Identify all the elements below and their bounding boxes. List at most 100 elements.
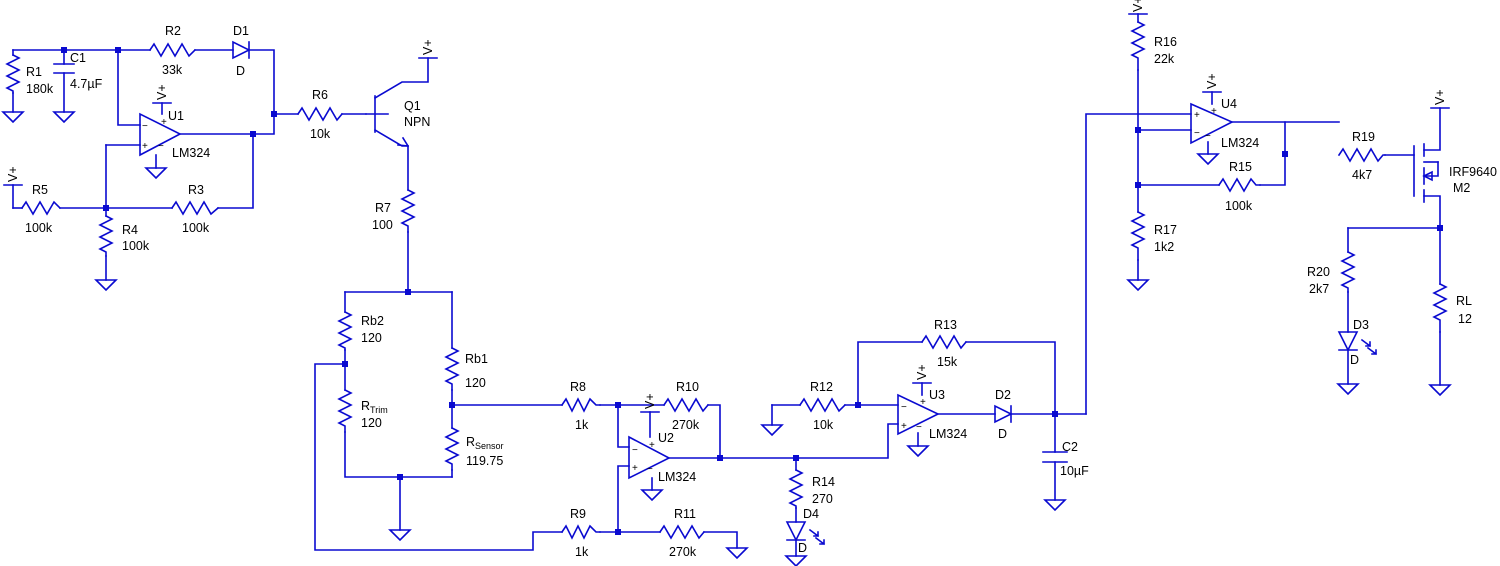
junction-dot	[1135, 182, 1141, 188]
rtrim-ref-sub: Trim	[370, 405, 388, 415]
r13-ref: R13	[934, 318, 957, 332]
q1-ref: Q1	[404, 99, 421, 113]
d2-value: D	[998, 427, 1007, 441]
junction-dot	[1052, 411, 1058, 417]
junction-dot	[397, 474, 403, 480]
r1-ref: R1	[26, 65, 42, 79]
r20-ref: R20	[1307, 265, 1330, 279]
junction-dot	[1135, 127, 1141, 133]
junction-dot	[342, 361, 348, 367]
ground-icon	[1428, 384, 1452, 397]
resistor-r16-symbol	[1130, 20, 1146, 71]
r15-ref: R15	[1229, 160, 1252, 174]
d4-value: D	[798, 541, 807, 555]
rl-value: 12	[1458, 312, 1472, 326]
u3-ref: U3	[929, 388, 945, 402]
ground-icon	[1043, 499, 1067, 512]
junction-dot	[1282, 151, 1288, 157]
m2-value: IRF9640	[1449, 165, 1497, 179]
ground-icon	[94, 279, 118, 292]
rsensor-ref: RSensor	[466, 435, 504, 451]
pmos-m2-symbol	[1413, 143, 1439, 203]
ground-icon	[640, 489, 664, 502]
capacitor-c2-symbol	[1042, 451, 1068, 463]
opamp-u3-symbol: − + + −	[897, 393, 940, 436]
r20-value: 2k7	[1309, 282, 1329, 296]
u4-ref: U4	[1221, 97, 1237, 111]
supply-label: V+	[1433, 89, 1447, 105]
d3-ref: D3	[1353, 318, 1369, 332]
c1-value: 4.7µF	[70, 77, 103, 91]
supply-flags: V+ V+ V+ V+ V+ V+ V+ V+	[3, 0, 1450, 413]
r7-value: 100	[372, 218, 393, 232]
ground-icon	[760, 424, 784, 437]
r7-ref: R7	[375, 201, 391, 215]
r19-ref: R19	[1352, 130, 1375, 144]
r16-value: 22k	[1154, 52, 1175, 66]
u2-supply-plus-label: +	[649, 440, 655, 451]
d2-ref: D2	[995, 388, 1011, 402]
u2-value: LM324	[658, 470, 696, 484]
junctions	[61, 47, 1443, 535]
rb1-ref: Rb1	[465, 352, 488, 366]
u3-supply-plus-label: +	[920, 397, 926, 408]
c2-ref: C2	[1062, 440, 1078, 454]
r5-ref: R5	[32, 183, 48, 197]
supply-label: V+	[421, 39, 435, 55]
r5-value: 100k	[25, 221, 53, 235]
r3-ref: R3	[188, 183, 204, 197]
r11-value: 270k	[669, 545, 697, 559]
opamps: − + + − − + + − − + + − + − + −	[139, 102, 1234, 480]
ground-icon	[388, 529, 412, 542]
r9-ref: R9	[570, 507, 586, 521]
rtrim-value: 120	[361, 416, 382, 430]
d4-ref: D4	[803, 507, 819, 521]
opamp-u4-symbol: + − + −	[1190, 102, 1234, 145]
ground-icon	[1336, 383, 1360, 396]
supply-label: V+	[643, 393, 657, 409]
rb2-value: 120	[361, 331, 382, 345]
junction-dot	[271, 111, 277, 117]
r8-ref: R8	[570, 380, 586, 394]
c2-value: 10µF	[1060, 464, 1089, 478]
resistor-r19-symbol	[1337, 147, 1386, 163]
d3-value: D	[1350, 353, 1359, 367]
resistor-r20-symbol	[1340, 250, 1356, 293]
junction-dot	[615, 402, 621, 408]
r16-ref: R16	[1154, 35, 1177, 49]
capacitor-c1-symbol	[53, 63, 75, 74]
resistor-r7-symbol	[400, 188, 416, 233]
resistor-r11-symbol	[658, 524, 706, 540]
junction-dot	[793, 455, 799, 461]
ground-icon	[725, 547, 749, 560]
ground-icon	[1, 111, 25, 124]
u1-ref: U1	[168, 109, 184, 123]
r9-value: 1k	[575, 545, 589, 559]
resistor-r14-symbol	[788, 468, 804, 509]
junction-dot	[61, 47, 67, 53]
resistor-r8-symbol	[560, 397, 601, 413]
r2-value: 33k	[162, 63, 183, 77]
resistor-r13-symbol	[920, 334, 968, 350]
supply-label: V+	[1205, 73, 1219, 89]
r19-value: 4k7	[1352, 168, 1372, 182]
opamp-u1-symbol: − + + −	[139, 112, 182, 157]
r8-value: 1k	[575, 418, 589, 432]
npn-transistor-q1-symbol	[374, 95, 410, 148]
rl-ref: RL	[1456, 294, 1472, 308]
r12-ref: R12	[810, 380, 833, 394]
d1-ref: D1	[233, 24, 249, 38]
junction-dot	[1437, 225, 1443, 231]
resistor-r3-symbol	[170, 200, 220, 216]
junction-dot	[103, 205, 109, 211]
r4-value: 100k	[122, 239, 150, 253]
u3-value: LM324	[929, 427, 967, 441]
r4-ref: R4	[122, 223, 138, 237]
wires	[12, 13, 1441, 557]
resistor-rb2-symbol	[337, 310, 353, 351]
r14-value: 270	[812, 492, 833, 506]
resistor-r17-symbol	[1130, 210, 1146, 261]
opamp-u2-symbol: − + + −	[628, 435, 671, 480]
resistor-rtrim-symbol	[337, 388, 353, 433]
led-d4-symbol	[785, 521, 826, 546]
